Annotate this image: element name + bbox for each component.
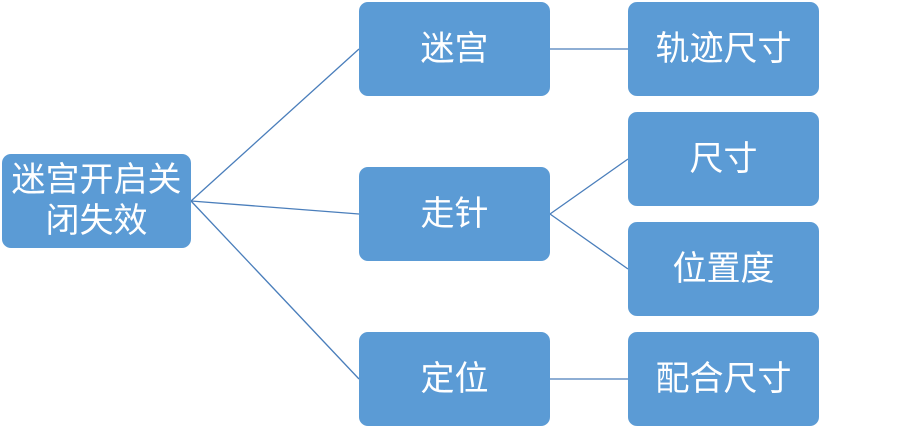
connector-root-dingwei [190, 200, 360, 380]
branch-node-dingwei: 定位 [359, 332, 550, 426]
branch-node-label: 走针 [420, 193, 489, 234]
leaf-node-label: 位置度 [672, 248, 775, 289]
leaf-node-label: 尺寸 [689, 138, 758, 179]
connector-zouzhen-chicun [549, 158, 629, 215]
connector-root-zouzhen [190, 200, 360, 215]
branch-node-migong: 迷宫 [359, 2, 550, 96]
leaf-node-peihe-chicun: 配合尺寸 [628, 332, 819, 426]
connector-zouzhen-weizhidu [549, 213, 629, 270]
leaf-node-label: 配合尺寸 [655, 358, 792, 399]
root-node-label: 迷宫开启关闭失效 [11, 160, 182, 241]
connector-root-migong [190, 48, 360, 202]
leaf-node-guiji-chicun: 轨迹尺寸 [628, 2, 819, 96]
branch-node-label: 定位 [420, 358, 489, 399]
leaf-node-label: 轨迹尺寸 [655, 28, 792, 69]
branch-node-zouzhen: 走针 [359, 167, 550, 261]
leaf-node-weizhidu: 位置度 [628, 222, 819, 316]
branch-node-label: 迷宫 [420, 28, 489, 69]
root-node: 迷宫开启关闭失效 [2, 154, 191, 248]
leaf-node-chicun: 尺寸 [628, 112, 819, 206]
